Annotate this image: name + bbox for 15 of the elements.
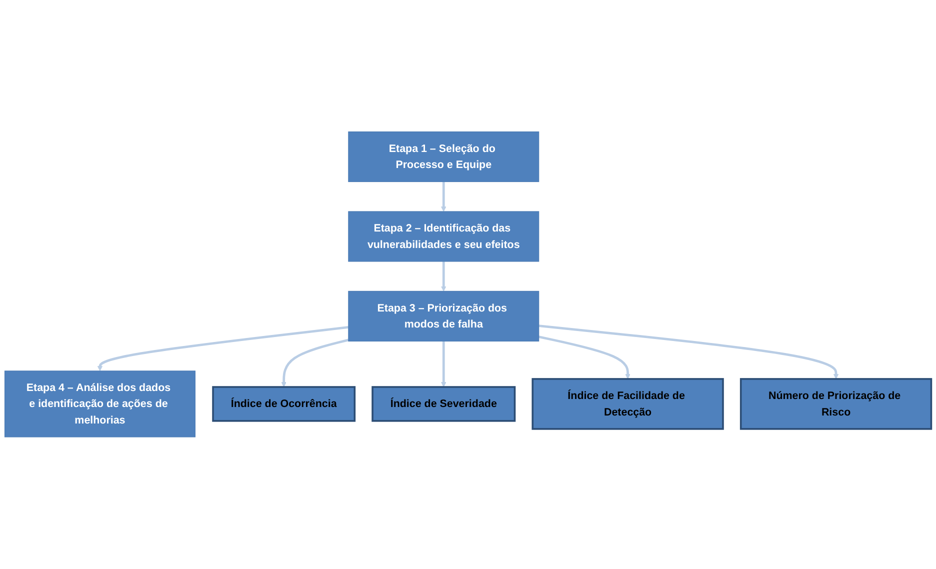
arrow xyxy=(441,182,446,212)
node-box: Etapa 1 – Seleção do Processo e Equipe xyxy=(348,132,540,182)
arrow xyxy=(97,326,349,372)
arrow xyxy=(441,262,446,292)
arrow xyxy=(538,324,839,380)
node-box: Etapa 4 – Análise dos dados e identificação de ações de melhorias xyxy=(4,370,196,438)
node-box: Número de Priorização de Risco xyxy=(740,378,932,430)
arrow xyxy=(281,338,349,388)
node-box: Etapa 2 – Identificação das vulnerabilidades e seu efeitos xyxy=(348,211,540,262)
node-box: Índice de Facilidade de Detecção xyxy=(532,378,724,430)
arrow xyxy=(538,336,630,380)
node-box: Etapa 3 – Priorização dos modos de falha xyxy=(348,291,540,342)
node-box: Índice de Ocorrência xyxy=(212,386,356,422)
arrow xyxy=(441,341,446,388)
node-box: Índice de Severidade xyxy=(372,386,516,422)
